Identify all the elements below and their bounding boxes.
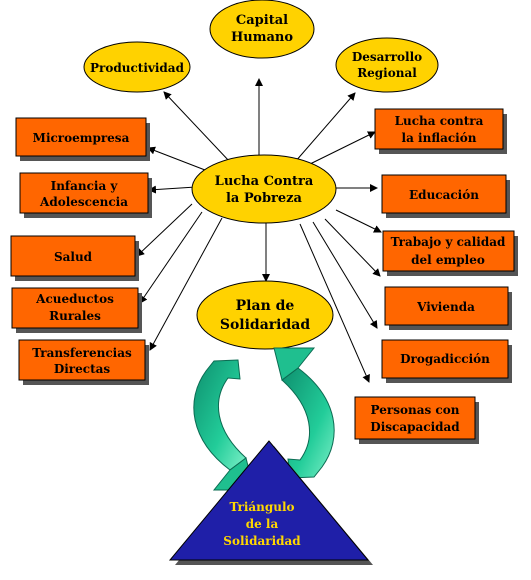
arrow-inflacion [307, 131, 376, 166]
box-educacion: Educación [381, 174, 510, 218]
box-inflacion: Lucha contra la inflación [374, 108, 507, 154]
arrow-trabajo [335, 209, 382, 233]
box-drogadiccion: Drogadicción [381, 339, 512, 383]
triangle-label-1: Triángulo [229, 500, 294, 514]
inflacion-label-1: Lucha contra [395, 114, 484, 128]
box-transferencias: Transferencias Directas [18, 339, 149, 385]
arrow-drogadiccion [312, 221, 378, 329]
acueductos-label-2: Rurales [49, 309, 101, 323]
transferencias-label-1: Transferencias [32, 346, 132, 360]
box-salud: Salud [10, 235, 139, 281]
arrow-microempresa [147, 146, 206, 171]
infancia-label-1: Infancia y [51, 179, 119, 193]
plan-label-2: Solidaridad [220, 317, 311, 333]
arrow-discapacidad [299, 223, 370, 383]
box-vivienda: Vivienda [384, 286, 512, 330]
desarrollo-regional-label-1: Desarrollo [352, 50, 422, 64]
capital-humano-label-1: Capital [236, 13, 288, 28]
microempresa-label: Microempresa [33, 131, 130, 145]
box-acueductos: Acueductos Rurales [11, 287, 142, 333]
ellipse-desarrollo-regional: Desarrollo Regional [335, 37, 439, 93]
plan-label-1: Plan de [236, 298, 295, 314]
capital-humano-label-2: Humano [231, 30, 293, 45]
vivienda-label: Vivienda [416, 300, 475, 314]
triangle-solidaridad: Triángulo de la Solidaridad [168, 440, 373, 565]
productividad-label: Productividad [90, 61, 185, 75]
arrow-productividad [163, 91, 235, 168]
trabajo-label-2: del empleo [411, 253, 485, 267]
ellipse-productividad: Productividad [83, 41, 191, 93]
box-microempresa: Microempresa [15, 117, 150, 161]
educacion-label: Educación [409, 188, 479, 202]
arrow-vivienda [324, 218, 381, 277]
box-infancia: Infancia y Adolescencia [19, 172, 152, 218]
salud-label: Salud [54, 250, 93, 264]
arrow-transferencias [149, 217, 223, 351]
discapacidad-label-1: Personas con [371, 403, 460, 417]
triangle-label-2: de la [246, 517, 279, 531]
ellipse-plan-solidaridad: Plan de Solidaridad [196, 280, 334, 350]
trabajo-label-1: Trabajo y calidad [391, 235, 506, 249]
transferencias-label-2: Directas [54, 362, 111, 376]
arrow-desarrollo [290, 92, 356, 168]
arrow-salud [136, 203, 193, 257]
arrow-infancia [148, 185, 197, 194]
infancia-label-2: Adolescencia [39, 195, 128, 209]
acueductos-label-1: Acueductos [35, 292, 114, 306]
box-discapacidad: Personas con Discapacidad [354, 396, 479, 444]
drogadiccion-label: Drogadicción [400, 352, 490, 366]
box-trabajo: Trabajo y calidad del empleo [382, 230, 518, 276]
arrow-acueductos [139, 211, 203, 304]
ellipse-capital-humano: Capital Humano [209, 0, 315, 59]
triangle-label-3: Solidaridad [223, 534, 301, 548]
connectors [136, 78, 382, 383]
discapacidad-label-2: Discapacidad [370, 420, 460, 434]
desarrollo-regional-label-2: Regional [357, 66, 417, 80]
cycle-arrow-right [273, 347, 335, 479]
inflacion-label-2: la inflación [402, 131, 477, 145]
